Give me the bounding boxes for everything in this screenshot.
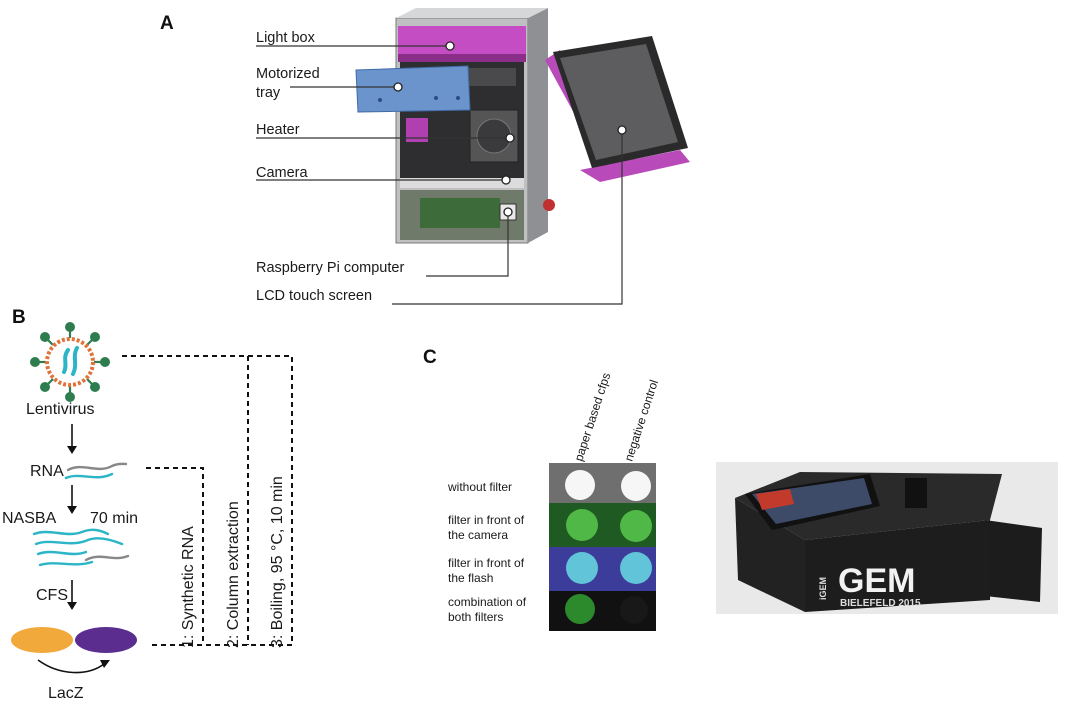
result-spot (621, 471, 651, 501)
row-label-combination-2: both filters (448, 610, 503, 624)
rna-label: RNA (30, 463, 64, 480)
callout-dots (393, 41, 627, 217)
result-spot (620, 510, 652, 542)
method-1-label: 1: Synthetic RNA (180, 526, 197, 648)
row-label-flash-2: the flash (448, 571, 493, 585)
callout-tray: tray (256, 85, 281, 101)
lentivirus-icon (30, 322, 110, 402)
substrate-disk (11, 627, 73, 653)
row-label-flash-1: filter in front of (448, 556, 525, 570)
panel-c-letter: C (423, 347, 437, 368)
callout-motorized: Motorized (256, 66, 320, 82)
nasba-time: 70 min (90, 510, 138, 527)
callout-light-box: Light box (256, 30, 316, 46)
callout-lcd-screen: LCD touch screen (256, 288, 372, 304)
method-3-label: 3: Boiling, 95 °C, 10 min (269, 476, 286, 648)
filter-result-grid (549, 463, 656, 631)
callout-lines (256, 45, 623, 305)
result-spot (566, 509, 598, 541)
lentivirus-label: Lentivirus (26, 401, 94, 418)
row-label-camera-1: filter in front of (448, 513, 525, 527)
result-spot (620, 596, 648, 624)
flow-arrows (67, 424, 77, 610)
rna-strands (64, 462, 128, 480)
cfs-label: CFS (36, 587, 68, 604)
method-2-label: 2: Column extraction (225, 501, 242, 648)
product-disk (75, 627, 137, 653)
device-photo (716, 462, 1058, 614)
panel-b-letter: B (12, 307, 26, 328)
result-spot (566, 552, 598, 584)
column-header-negative: negative control (622, 378, 661, 463)
result-spot (620, 552, 652, 584)
device-brand-text: GEM (838, 562, 915, 600)
row-label-camera-2: the camera (448, 528, 508, 542)
result-spot (565, 594, 595, 624)
device-side-text: iGEM (818, 577, 828, 600)
column-header-cfps: paper based cfps (572, 371, 614, 463)
nasba-label: NASBA (2, 510, 57, 527)
row-label-without-filter: without filter (447, 480, 512, 494)
row-label-combination-1: combination of (448, 595, 527, 609)
lacz-label: LacZ (48, 685, 84, 702)
callout-raspberry-pi: Raspberry Pi computer (256, 260, 404, 276)
result-spot (565, 470, 595, 500)
callout-camera: Camera (256, 165, 309, 181)
method-brackets (122, 355, 293, 646)
device-render (355, 8, 690, 244)
device-subtext: BIELEFELD 2015 (840, 598, 921, 609)
conversion-arrow (37, 659, 110, 674)
panel-a-letter: A (160, 13, 174, 34)
amplified-rna (32, 528, 130, 567)
callout-heater: Heater (256, 122, 300, 138)
